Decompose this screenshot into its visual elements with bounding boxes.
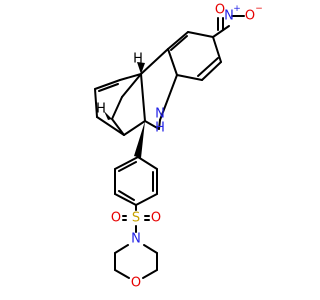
molecule-structure: N + O O − N H H H S O O N O [94,3,263,291]
stereo-bonds [104,62,145,158]
sulfonyl-oxygen-left-label: O [111,211,121,226]
stereo-hydrogen-lower-label: H [96,102,106,117]
amine-hydrogen-label: H [155,121,165,136]
fused-ring-core [94,48,178,136]
nitro-nitrogen-charge: + [233,4,241,14]
stereo-hydrogen-upper-label: H [133,52,143,67]
morpholine-ring [114,244,158,279]
morpholine-oxygen-label: O [131,276,141,291]
sulfonyl-oxygen-right-label: O [151,211,161,226]
nitro-oxygen-charge: − [255,4,263,14]
nitro-nitrogen-label: N [224,9,234,24]
nitro-oxygen-right-label: O [245,9,255,24]
amine-nitrogen-label: N [155,107,165,122]
sulfur-label: S [132,211,140,226]
nitrobenzene-ring [167,31,222,81]
sulfonyl-group [122,204,150,233]
nitro-group [212,15,245,38]
phenyl-ring [114,156,158,206]
nitro-oxygen-top-label: O [215,3,225,18]
morpholine-nitrogen-label: N [131,232,141,247]
